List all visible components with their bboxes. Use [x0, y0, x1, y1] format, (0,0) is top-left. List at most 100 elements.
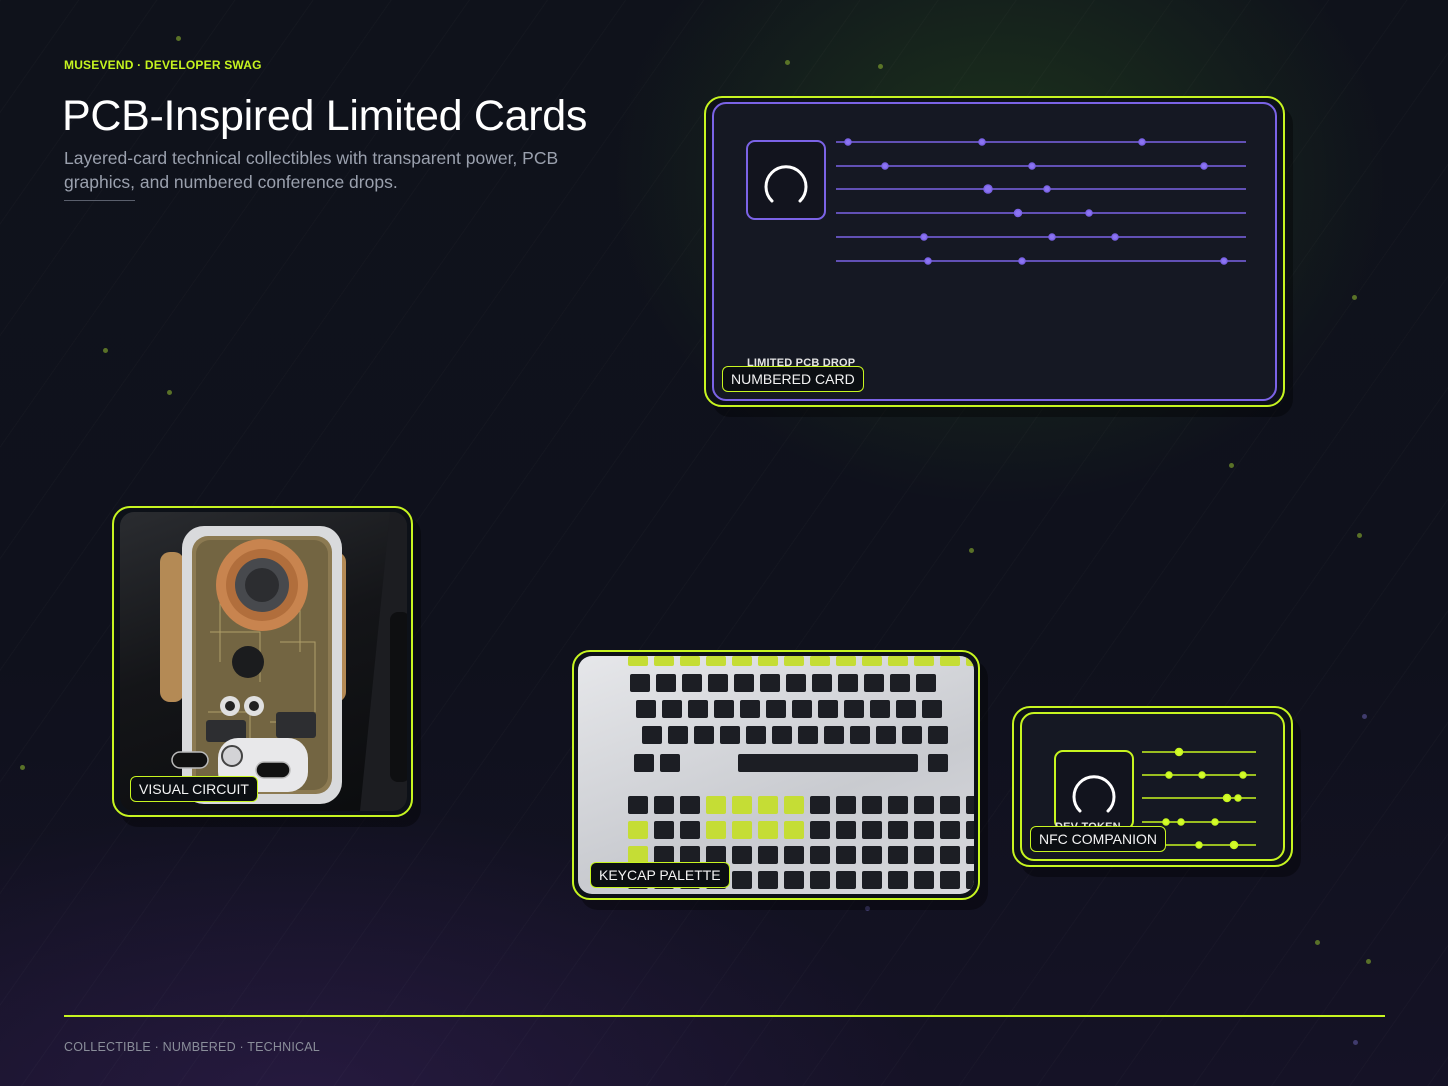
keycap — [896, 700, 916, 718]
subtitle-divider — [64, 200, 135, 201]
keyboard-illustration — [628, 656, 974, 889]
keycap — [758, 656, 778, 666]
keycap — [628, 846, 648, 864]
keycap — [940, 796, 960, 814]
keycap — [850, 726, 870, 744]
keycap — [682, 674, 702, 692]
keycap — [784, 796, 804, 814]
numbered-card-inner: LIMITED PCB DROP — [712, 102, 1277, 401]
keycap — [732, 656, 752, 666]
particle — [20, 765, 25, 770]
keycap — [810, 796, 830, 814]
keycap — [876, 726, 896, 744]
particle — [878, 64, 883, 69]
keycap — [758, 796, 778, 814]
keycap — [844, 700, 864, 718]
keycap — [888, 846, 908, 864]
keycap — [732, 796, 752, 814]
nfc-companion-tag: NFC COMPANION — [1030, 826, 1166, 852]
keycap — [758, 846, 778, 864]
keycap — [812, 674, 832, 692]
keycap — [706, 846, 726, 864]
particle — [1353, 1040, 1358, 1045]
page-title: PCB-Inspired Limited Cards — [62, 92, 588, 140]
keycap — [636, 700, 656, 718]
keycap — [922, 700, 942, 718]
keycap — [928, 754, 948, 772]
keycap — [940, 821, 960, 839]
keycap — [810, 656, 830, 666]
keycap — [838, 674, 858, 692]
keycap — [824, 726, 844, 744]
chip-outline — [746, 140, 826, 220]
keycap — [680, 656, 700, 666]
keycap — [732, 821, 752, 839]
keycap — [680, 821, 700, 839]
keycap — [810, 846, 830, 864]
particle — [1366, 959, 1371, 964]
keycap — [628, 821, 648, 839]
page-subtitle: Layered-card technical collectibles with… — [64, 148, 559, 192]
keycap — [654, 656, 674, 666]
visual-circuit-card[interactable]: VISUAL CIRCUIT — [112, 506, 413, 817]
pcb-trace-graphic — [746, 138, 1246, 265]
keycap — [732, 871, 752, 889]
particle — [167, 390, 172, 395]
keycap — [940, 846, 960, 864]
keycap — [916, 674, 936, 692]
keycap — [890, 674, 910, 692]
particle — [1352, 295, 1357, 300]
numbered-card[interactable]: LIMITED PCB DROP NUMBERED CARD — [704, 96, 1285, 407]
particle — [1229, 463, 1234, 468]
keycap-palette-card[interactable]: KEYCAP PALETTE — [572, 650, 980, 900]
keycap — [654, 846, 674, 864]
keycap — [738, 754, 918, 772]
particle — [1315, 940, 1320, 945]
keycap — [914, 656, 934, 666]
keycap — [784, 656, 804, 666]
keycap — [862, 871, 882, 889]
keycap — [836, 846, 856, 864]
keycap — [914, 871, 934, 889]
keycap — [836, 821, 856, 839]
keycap — [706, 656, 726, 666]
keycap — [966, 821, 974, 839]
keycap — [758, 871, 778, 889]
keycap — [862, 656, 882, 666]
keycap — [628, 796, 648, 814]
keycap — [732, 846, 752, 864]
keycap — [792, 700, 812, 718]
keycap — [888, 656, 908, 666]
keycap — [654, 821, 674, 839]
keycap — [864, 674, 884, 692]
keycap — [772, 726, 792, 744]
phone-holder-illustration — [160, 512, 407, 811]
keycap — [966, 871, 974, 889]
particle — [865, 906, 870, 911]
keycap — [634, 754, 654, 772]
particle — [969, 548, 974, 553]
keycap — [680, 796, 700, 814]
keycap — [798, 726, 818, 744]
keycap — [786, 674, 806, 692]
keycap — [784, 871, 804, 889]
particle — [176, 36, 181, 41]
keycap — [810, 821, 830, 839]
power-ring-icon — [764, 165, 808, 203]
nfc-companion-card[interactable]: DEV TOKEN NFC COMPANION — [1012, 706, 1293, 867]
keycap — [784, 846, 804, 864]
keycap — [714, 700, 734, 718]
keycap — [862, 846, 882, 864]
keycap — [720, 726, 740, 744]
keycap — [870, 700, 890, 718]
keycap — [680, 846, 700, 864]
keycap — [940, 871, 960, 889]
keycap — [966, 656, 974, 666]
keycap — [760, 674, 780, 692]
keycap — [914, 846, 934, 864]
footer-divider — [64, 1015, 1385, 1017]
keycap — [628, 656, 648, 666]
keycap — [940, 656, 960, 666]
particle — [1362, 714, 1367, 719]
keycap — [662, 700, 682, 718]
